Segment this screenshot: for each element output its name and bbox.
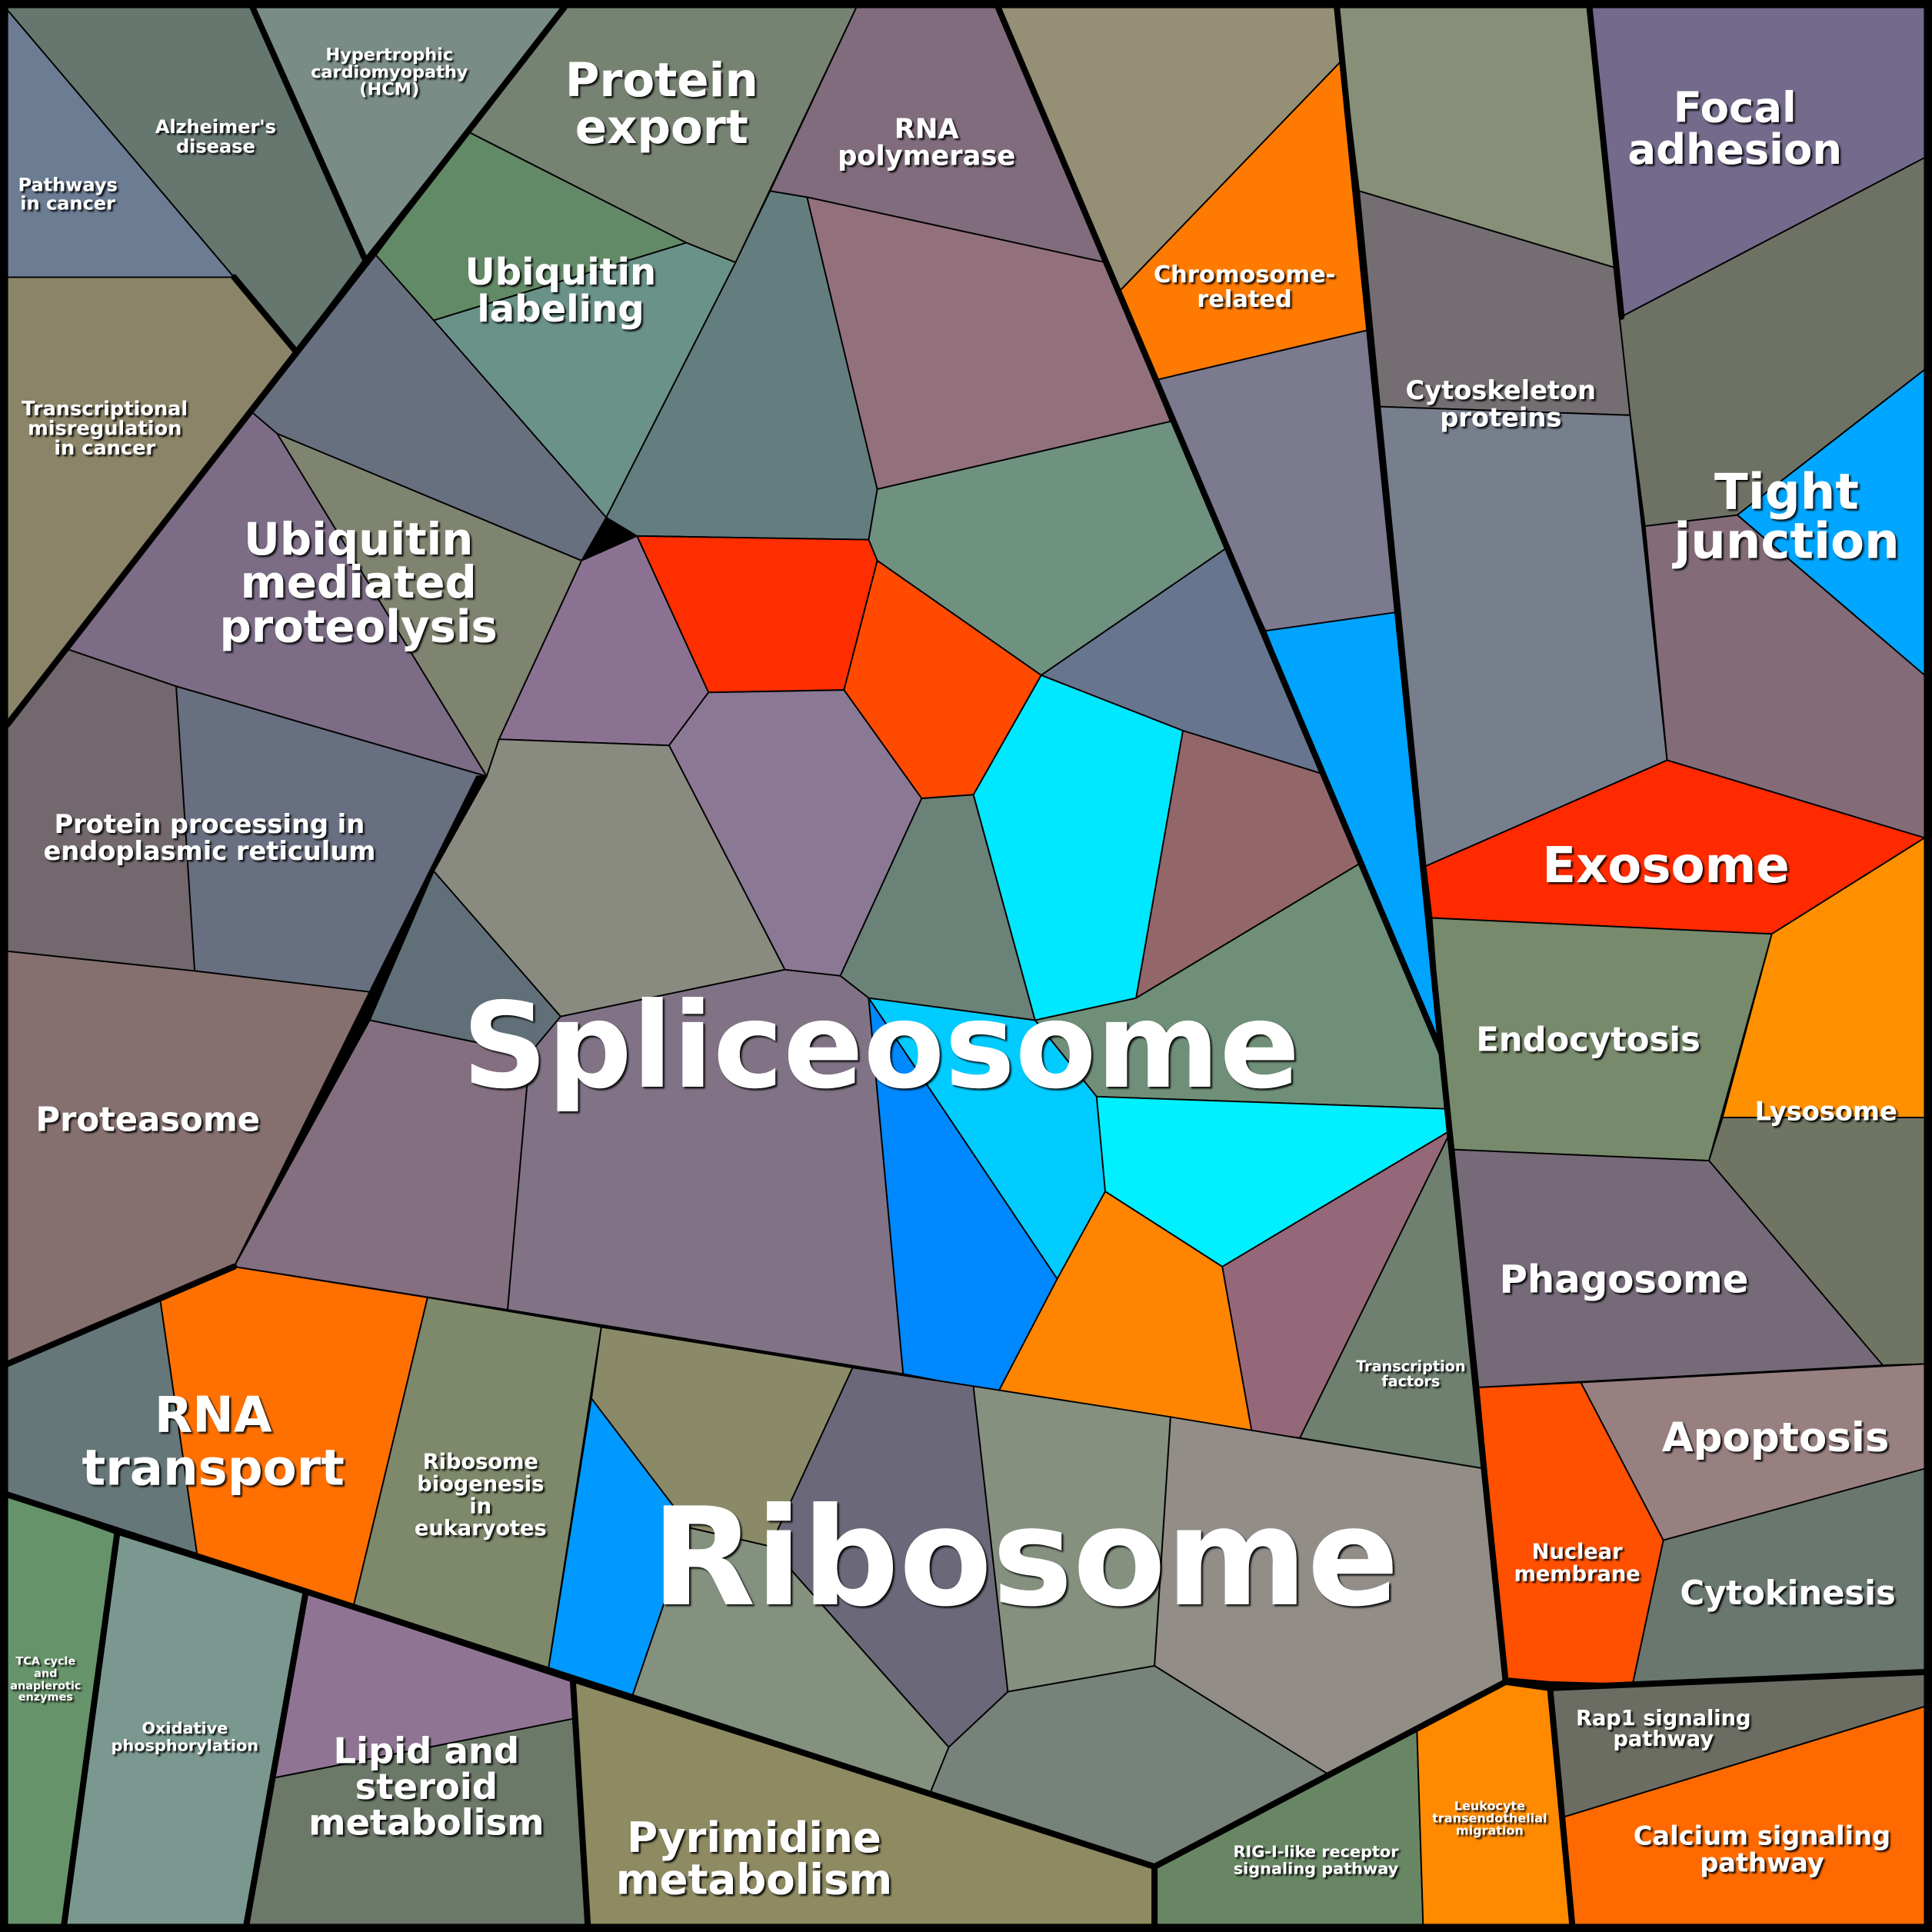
label-exosome: Exosome [1542, 838, 1790, 894]
label-endocytosis: Endocytosis [1476, 1021, 1700, 1060]
label-chromosome: Chromosome-related [1154, 261, 1335, 313]
label-lysosome: Lysosome [1755, 1096, 1897, 1126]
label-proteasome: Proteasome [35, 1101, 260, 1140]
label-ribosome: Ribosome [651, 1478, 1399, 1637]
cell-spliceosome-b[interactable] [507, 968, 904, 1375]
label-apoptosis: Apoptosis [1662, 1414, 1890, 1461]
label-phagosome: Phagosome [1499, 1257, 1748, 1302]
cells [6, 6, 1926, 1926]
label-spliceosome: Spliceosome [462, 978, 1300, 1115]
cell-protein-processing-b[interactable] [175, 685, 488, 993]
label-cytokinesis: Cytokinesis [1680, 1574, 1895, 1613]
